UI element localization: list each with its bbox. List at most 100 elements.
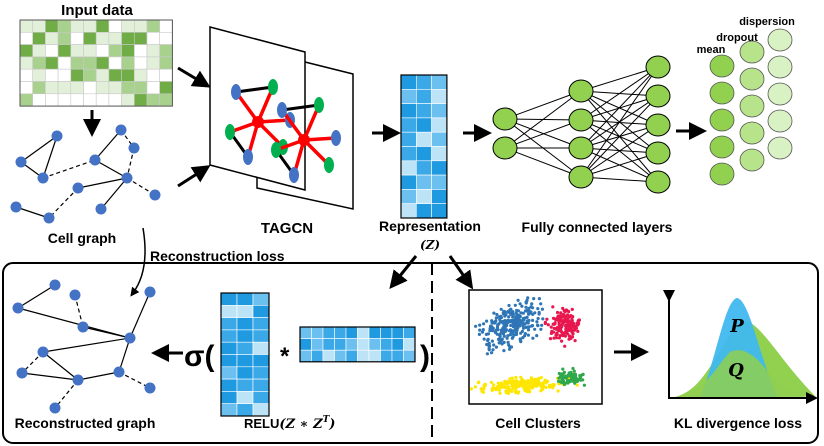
matrix-cell	[311, 338, 324, 351]
cluster-point	[558, 334, 562, 338]
cluster-point	[507, 343, 511, 347]
input-cell	[146, 31, 160, 45]
cluster-point	[499, 385, 503, 390]
cluster-point	[552, 336, 556, 340]
matrix-cell	[299, 349, 312, 363]
kl-plot: P Q	[663, 290, 818, 404]
dropout-label: dropout	[716, 32, 758, 44]
matrix-cell	[431, 74, 448, 90]
graph-node	[149, 189, 161, 201]
input-cell	[134, 81, 148, 95]
input-cell	[32, 31, 46, 45]
input-cell	[70, 56, 84, 70]
input-cell	[121, 31, 135, 45]
cluster-point	[519, 331, 523, 335]
graph-node	[72, 182, 84, 194]
fc-edge	[580, 176, 659, 183]
graph-edge	[94, 159, 128, 179]
matrix-cell	[403, 349, 416, 363]
graph-edge	[118, 371, 151, 389]
matrix-cell	[431, 89, 448, 104]
fully-connected-label: Fully connected layers	[522, 219, 673, 235]
input-cell	[70, 19, 84, 33]
graph-edge	[126, 147, 135, 179]
input-cell	[83, 68, 97, 82]
input-cell	[159, 56, 173, 70]
matrix-cell	[220, 378, 238, 392]
cluster-point	[492, 321, 496, 325]
cluster-point	[546, 323, 550, 327]
cluster-point	[576, 329, 580, 333]
cluster-point	[541, 386, 545, 390]
graph-edge	[77, 177, 128, 189]
matrix-cell	[252, 403, 270, 417]
output-node	[739, 148, 765, 172]
input-cell	[45, 93, 59, 107]
close-paren: )	[420, 340, 430, 373]
fc-edge	[580, 66, 659, 121]
tagcn-center	[252, 116, 264, 128]
graph-node	[121, 172, 133, 184]
cluster-point	[509, 323, 513, 328]
cluster-point	[498, 317, 502, 322]
input-cell	[108, 44, 122, 58]
cluster-point	[507, 381, 511, 385]
cluster-point	[511, 329, 515, 333]
tagcn-node	[289, 167, 299, 183]
input-cell	[146, 68, 160, 82]
cluster-point	[529, 376, 534, 380]
output-node	[709, 81, 735, 105]
matrix-cell	[252, 292, 270, 306]
cluster-point	[510, 389, 514, 394]
cluster-point	[514, 379, 519, 383]
cluster-point	[507, 303, 511, 308]
graph-node	[37, 346, 49, 358]
input-cell	[108, 93, 122, 107]
cluster-point	[510, 318, 514, 322]
matrix-cell	[220, 354, 238, 368]
input-cell	[70, 44, 84, 58]
cluster-point	[535, 334, 539, 338]
cluster-point	[527, 389, 531, 394]
cluster-point	[490, 351, 494, 355]
matrix-cell	[299, 326, 312, 339]
cluster-point	[515, 381, 519, 385]
cluster-point	[477, 332, 481, 336]
graph-edge	[77, 371, 120, 381]
matrix-cell	[415, 103, 432, 119]
matrix-cell	[415, 189, 432, 204]
cluster-point	[514, 311, 518, 315]
reconstructed-graph	[12, 279, 156, 414]
cluster-point	[518, 302, 522, 306]
graph-node	[95, 203, 107, 215]
input-cell	[95, 68, 110, 82]
cluster-point	[571, 373, 575, 377]
cluster-point	[487, 344, 491, 349]
cluster-point	[563, 317, 568, 321]
matrix-cell	[220, 341, 238, 355]
graph-node	[15, 156, 27, 168]
graph-edge	[129, 291, 151, 339]
cluster-point	[558, 325, 562, 329]
input-cell	[19, 31, 33, 45]
matrix-cell	[400, 189, 417, 204]
input-cell	[146, 56, 160, 70]
input-cell	[83, 31, 97, 45]
input-data-matrix	[19, 19, 173, 107]
cluster-point	[563, 310, 567, 314]
matrix-cell	[400, 203, 417, 219]
cluster-point	[504, 329, 508, 333]
cluster-point	[482, 383, 486, 387]
cluster-point	[525, 315, 529, 319]
matrix-cell	[400, 89, 417, 104]
graph-node	[12, 302, 24, 314]
input-cell	[134, 31, 148, 45]
graph-edge	[42, 351, 79, 381]
matrix-cell	[400, 131, 417, 147]
cluster-point	[530, 302, 534, 306]
cluster-point	[535, 320, 539, 324]
cluster-point	[490, 319, 494, 323]
fc-node	[645, 170, 671, 194]
cluster-point	[564, 374, 568, 378]
